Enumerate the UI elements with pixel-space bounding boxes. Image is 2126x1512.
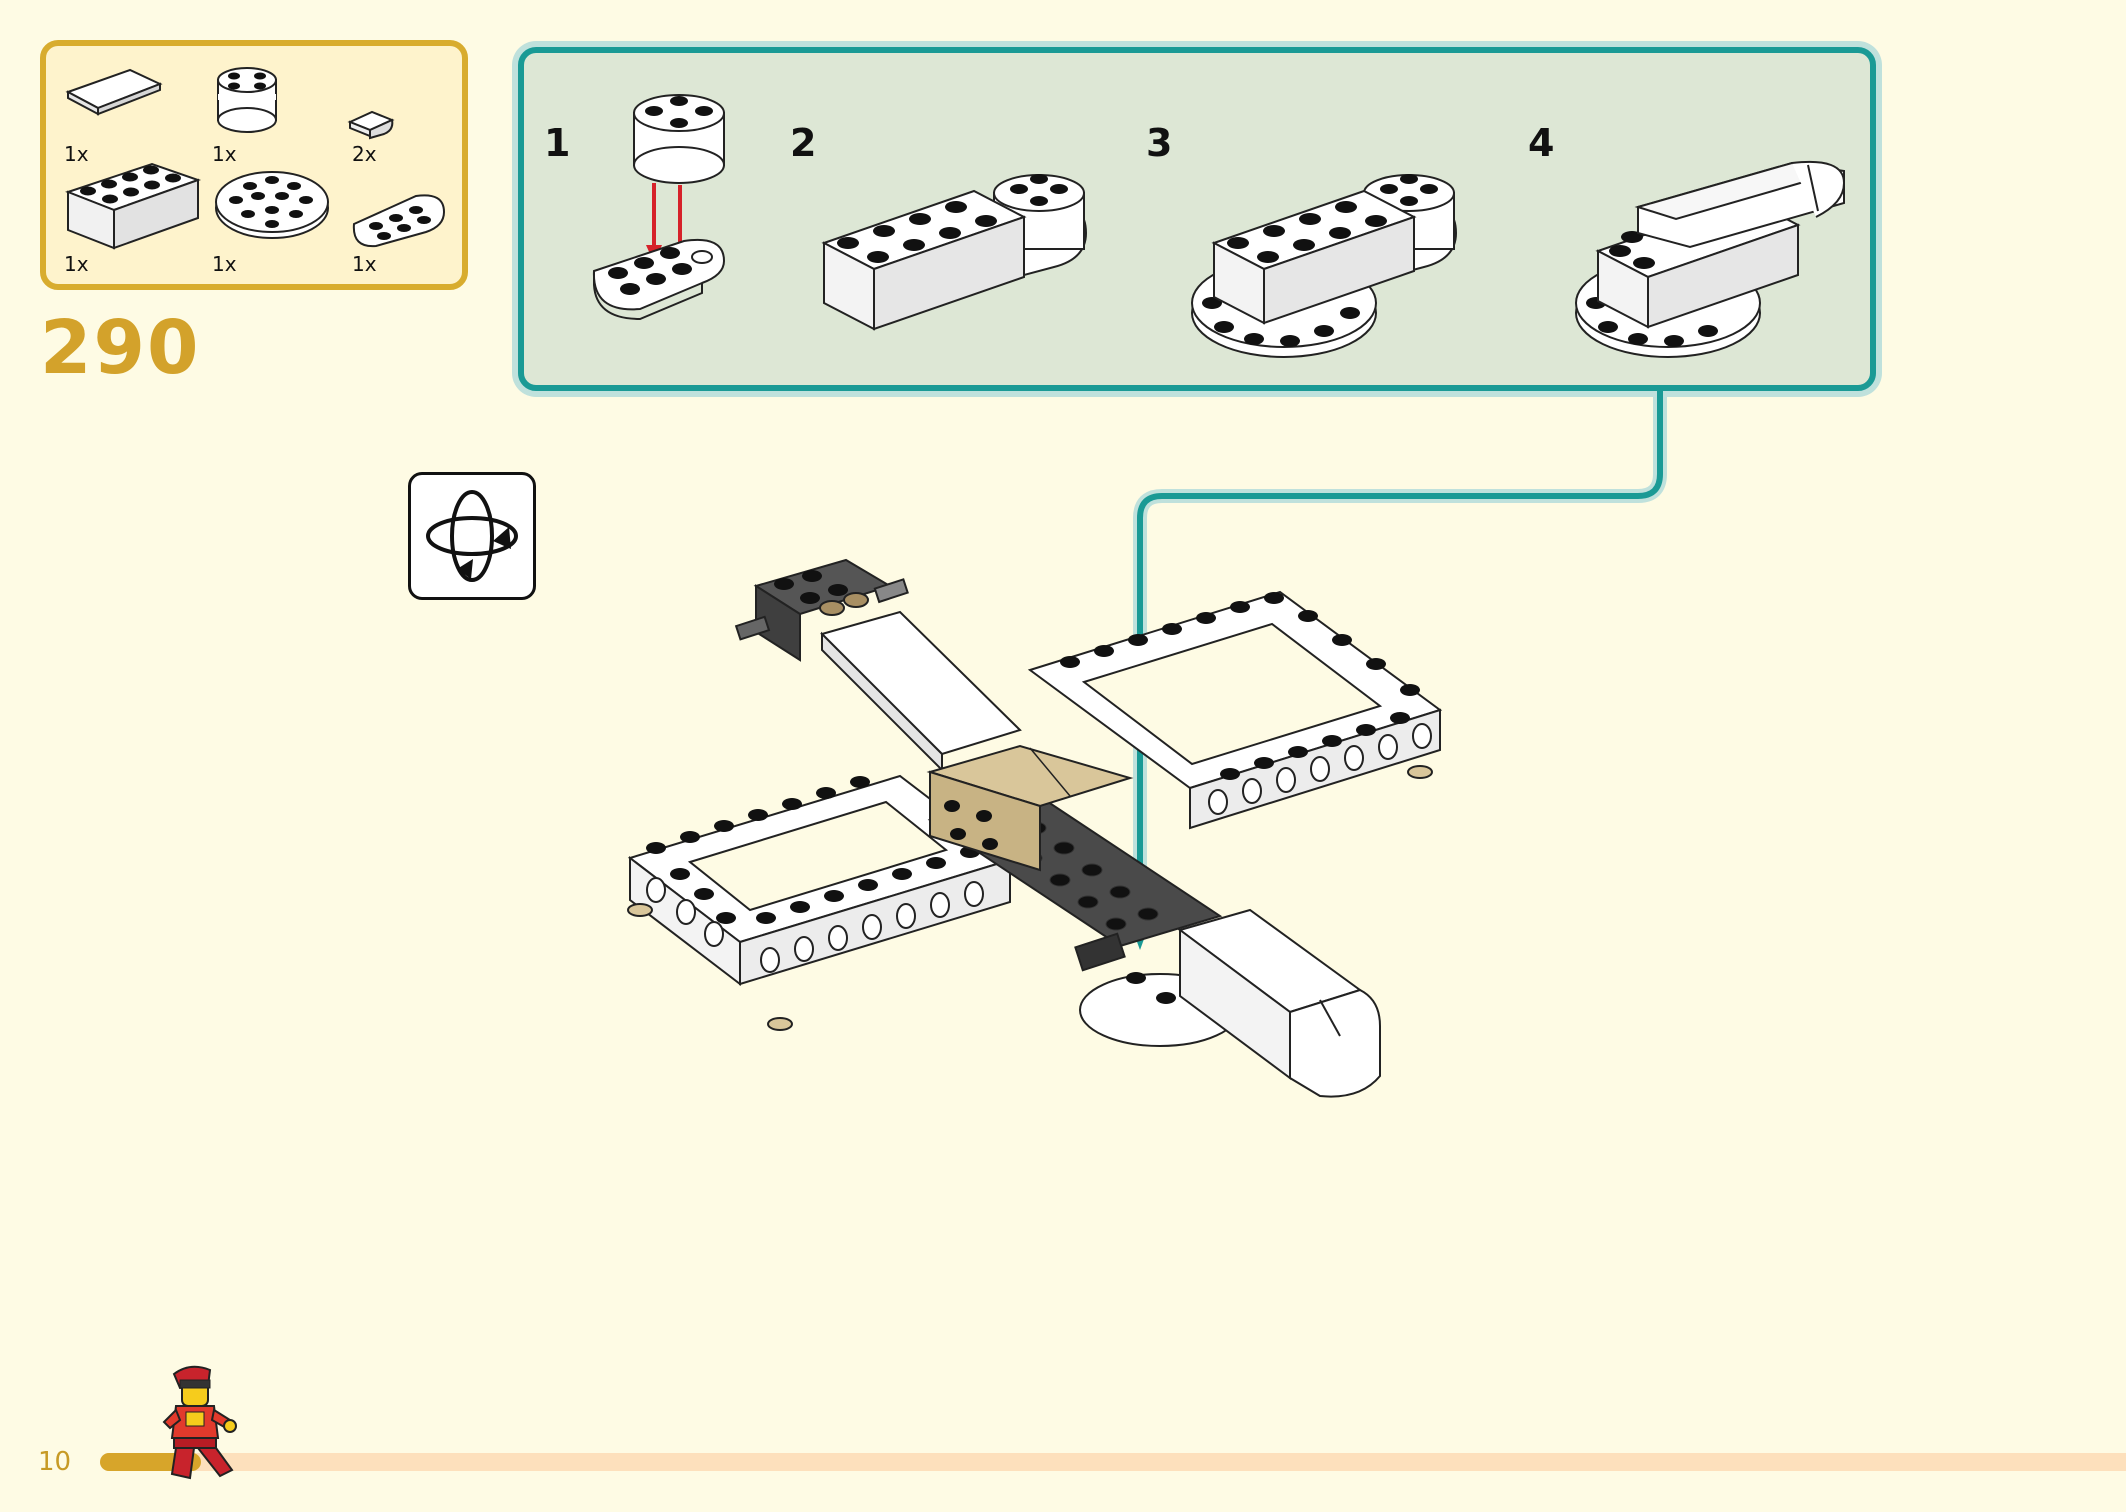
parts-list-box: 1x 1x 2x 1x <box>40 40 468 290</box>
substep-3-illustration <box>1191 174 1458 358</box>
flat-tile-icon <box>65 68 163 116</box>
rotate-model-icon <box>426 490 518 582</box>
brick-2x4-icon <box>65 162 202 250</box>
substep-2-illustration <box>821 174 1088 331</box>
minifigure-icon <box>162 1365 237 1480</box>
page-number: 10 <box>38 1447 72 1477</box>
substep-1-illustration <box>592 94 726 321</box>
substep-4-illustration <box>1575 160 1846 358</box>
curved-slope-icon <box>347 110 395 140</box>
round-brick-icon <box>217 67 277 133</box>
substep-number: 1 <box>544 121 571 165</box>
progress-bar <box>100 1453 2126 1471</box>
step-number: 290 <box>40 305 201 391</box>
part-qty: 1x <box>212 142 237 166</box>
part-qty: 1x <box>352 252 377 276</box>
part-qty: 1x <box>212 252 237 276</box>
rounded-plate-icon <box>352 194 446 248</box>
round-plate-icon <box>215 171 329 239</box>
rotate-model-box <box>408 472 536 600</box>
substep-number: 3 <box>1146 121 1173 165</box>
part-qty: 1x <box>64 142 89 166</box>
part-qty: 2x <box>352 142 377 166</box>
substep-number: 4 <box>1528 121 1555 165</box>
main-model-illustration <box>627 558 1443 1098</box>
part-qty: 1x <box>64 252 89 276</box>
substep-number: 2 <box>790 121 817 165</box>
substeps-panel: 1 2 3 4 <box>518 47 1876 391</box>
